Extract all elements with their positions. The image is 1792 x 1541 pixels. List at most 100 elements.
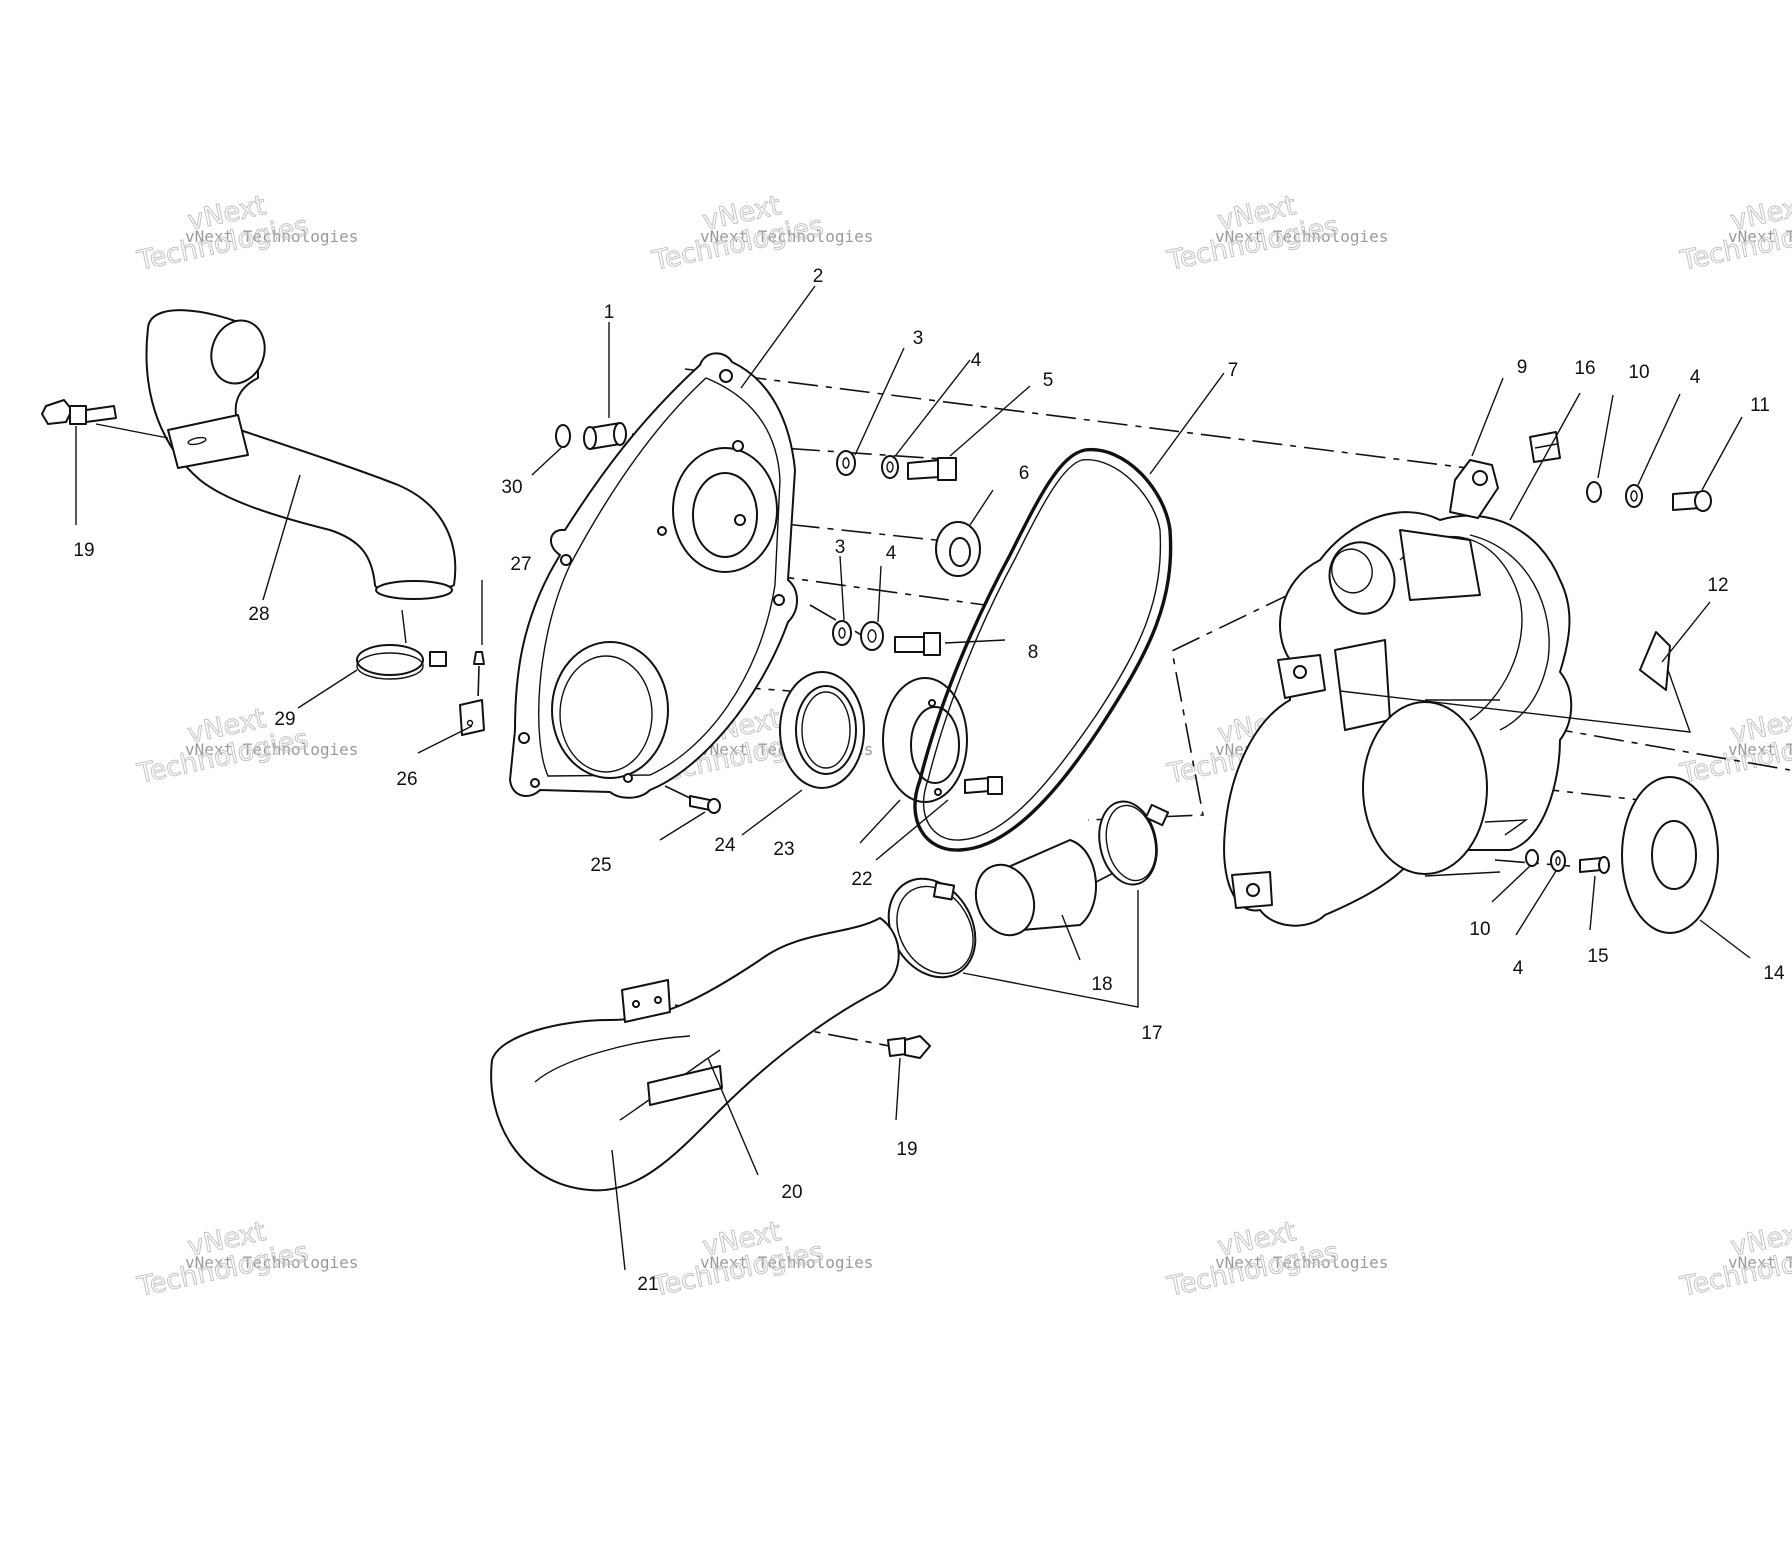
axis-line (809, 604, 871, 641)
spacer-inner (949, 537, 971, 567)
callout-7: 7 (1228, 360, 1239, 381)
svg-text:vNext Technologies: vNext Technologies (700, 227, 873, 246)
bolt-head (41, 399, 73, 425)
label-decal (1529, 431, 1561, 463)
cover-contour (1469, 534, 1550, 731)
cover-mount-ear (1449, 459, 1499, 519)
bolt-head (987, 776, 1003, 795)
part-19-bolt-lower (887, 1035, 931, 1059)
watermark: vNext vNext Technologies Technologies (1164, 1216, 1389, 1304)
bolt-flange (69, 405, 87, 425)
duct-mount-tab (167, 414, 249, 469)
washer (832, 620, 852, 646)
mount-hole (1246, 883, 1260, 897)
clamp-inner (356, 652, 424, 680)
leader-lines (75, 285, 1751, 1271)
clamp-inner (896, 885, 974, 975)
part-3-washer-upper (836, 450, 856, 476)
bolt-head (923, 632, 941, 656)
part-27-screw (473, 651, 485, 701)
leader-line (949, 385, 1031, 457)
mount-hole (560, 554, 572, 566)
housing-edge (1424, 871, 1501, 877)
part-4-lockwasher-upper (881, 455, 899, 479)
washer-hole (1555, 856, 1561, 866)
part-7-drive-belt (913, 448, 1173, 852)
part-28-intake-duct (145, 309, 457, 600)
watermark: vNext vNext Technologies Technologies (134, 1216, 359, 1304)
tab-hole (632, 1000, 640, 1008)
callout-16: 16 (1574, 358, 1595, 379)
lower-bore (551, 641, 669, 779)
callout-9: 9 (1517, 357, 1528, 378)
leader-line (1149, 372, 1225, 475)
callout-15: 15 (1587, 946, 1608, 967)
leader-line (962, 890, 1139, 1008)
callout-12: 12 (1707, 575, 1728, 596)
leader-line (895, 1057, 901, 1121)
callout-8: 8 (1028, 642, 1039, 663)
washer (1525, 849, 1539, 867)
leader-line (875, 799, 949, 861)
svg-text:vNext Technologies: vNext Technologies (1215, 227, 1388, 246)
bracket-plate (459, 699, 485, 736)
callout-22: 22 (851, 869, 872, 890)
leader-line (1509, 392, 1581, 521)
part-22-bolt (964, 776, 1003, 795)
bolt-shank (964, 777, 991, 794)
washer-hole (842, 457, 850, 469)
callout-1: 1 (604, 302, 615, 323)
watermark: vNext vNext Technologies Technologies (649, 1216, 874, 1304)
callout-3: 3 (913, 328, 924, 349)
housing-detail (1484, 819, 1529, 836)
leader-line (262, 474, 301, 601)
leader-line (859, 799, 901, 844)
bushing-end (613, 422, 627, 446)
callout-4: 4 (1690, 367, 1701, 388)
screw-head (707, 798, 721, 814)
belt-outer (913, 448, 1173, 852)
callout-19: 19 (896, 1139, 917, 1160)
leader-line (895, 359, 971, 456)
mount-hole (623, 773, 633, 783)
leader-line (1637, 393, 1681, 486)
leader-line (877, 565, 882, 623)
part-11-screw (1672, 490, 1712, 512)
leader-line (531, 447, 562, 476)
leader-line (1471, 377, 1504, 457)
leader-line (1661, 601, 1711, 663)
part-5-bolt (907, 457, 957, 481)
mount-hole (773, 594, 785, 606)
duct-contour (534, 1035, 691, 1083)
part-16-label (1529, 431, 1561, 463)
leader-line (1515, 870, 1557, 936)
washer-hole (1630, 490, 1638, 502)
leader-line (1589, 875, 1596, 931)
cover-inlet-inner (1331, 548, 1373, 594)
lock-washer (1625, 484, 1643, 508)
leader-line (1061, 914, 1081, 961)
bolt-flange (887, 1037, 907, 1057)
callout-19: 19 (73, 540, 94, 561)
coupler-end (974, 863, 1036, 937)
duct-mount-tab (621, 979, 671, 1023)
part-6-spacer (935, 521, 981, 577)
decal-strip (1639, 631, 1671, 691)
watermark: vNext vNext Technologies Technologies (134, 190, 359, 278)
leader-line (297, 669, 358, 709)
lock-washer (860, 621, 884, 651)
duct-label-area (647, 1065, 723, 1106)
part-29-hose-clamp (356, 609, 447, 680)
leader-line (1701, 416, 1743, 491)
watermark: vNext vNext Technologies Technologies (134, 703, 359, 791)
callout-3: 3 (835, 537, 846, 558)
clamp-screw-housing (932, 881, 956, 901)
leader-line (740, 285, 816, 389)
axis-line (737, 518, 946, 542)
part-9-clutch-cover (1223, 459, 1573, 927)
lock-washer (881, 455, 899, 479)
callout-11: 11 (1750, 395, 1770, 416)
washer-hole (838, 627, 846, 639)
callout-30: 30 (501, 477, 522, 498)
